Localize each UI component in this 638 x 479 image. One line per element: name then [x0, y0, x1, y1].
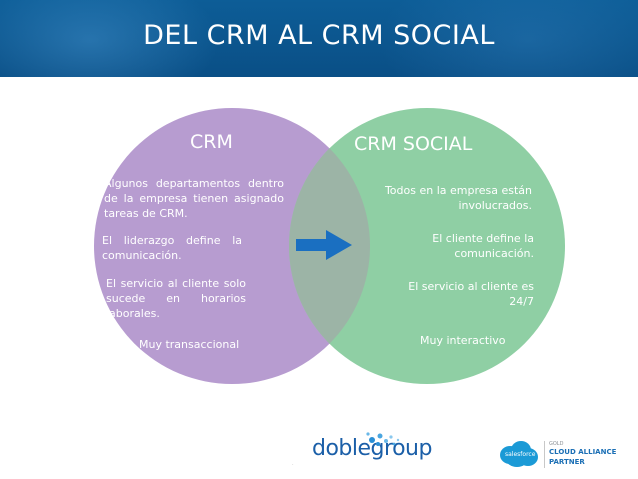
left-item-2: El liderazgo define la comunicación. — [102, 234, 242, 262]
doblegroup-logo: doblegroup — [312, 432, 432, 461]
right-item-2: El cliente define la comunicación. — [432, 232, 534, 260]
logo-divider — [544, 441, 545, 468]
right-item-4: Muy interactivo — [420, 334, 506, 347]
right-item-1: Todos en la empresa están involucrados. — [384, 184, 532, 212]
header-banner: DEL CRM AL CRM SOCIAL — [0, 0, 638, 77]
crm-social-heading: CRM SOCIAL — [354, 133, 473, 155]
left-item-1: Algunos departamentos dentro de la empre… — [104, 177, 284, 220]
header-glow-right — [378, 0, 638, 77]
right-item-3: El servicio al cliente es 24/7 — [408, 280, 534, 308]
page-title: DEL CRM AL CRM SOCIAL — [143, 20, 495, 51]
right-circle — [289, 108, 565, 384]
left-circle — [94, 108, 370, 384]
slide-mark: · — [292, 462, 294, 468]
left-item-3: El servicio al cliente solo sucede en ho… — [106, 277, 246, 320]
salesforce-cloud-icon — [500, 441, 538, 467]
gold-label: GOLD — [549, 441, 564, 447]
cloud-alliance-label: CLOUD ALLIANCE — [549, 448, 617, 456]
header-glow — [0, 0, 220, 77]
left-item-4: Muy transaccional — [139, 338, 240, 351]
arrow-right-icon — [296, 230, 352, 260]
crm-heading: CRM — [190, 131, 233, 153]
dots-decoration-icon — [366, 432, 400, 446]
salesforce-wordmark: salesforce — [505, 451, 536, 458]
partner-label: PARTNER — [549, 458, 585, 466]
